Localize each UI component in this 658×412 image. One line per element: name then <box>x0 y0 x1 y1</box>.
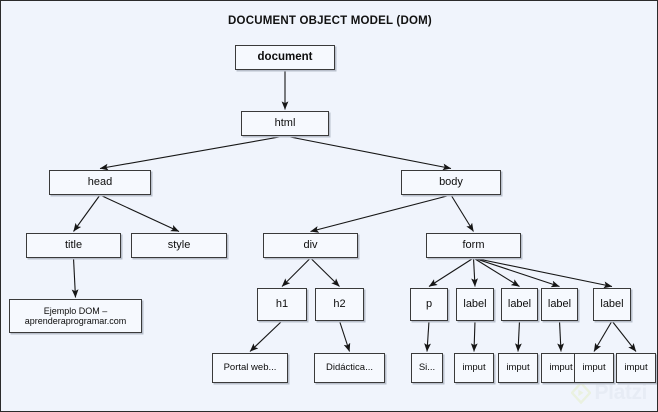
tree-node-label: label <box>507 298 532 311</box>
tree-node-imput-1: imput <box>454 353 494 383</box>
tree-edge-html-to-head <box>99 135 286 171</box>
tree-edge-h2-to-h2-text <box>338 320 351 352</box>
tree-edge-label-4-to-imput-4 <box>593 320 613 352</box>
tree-node-title: title <box>26 233 121 258</box>
tree-node-label: Si... <box>418 361 436 373</box>
tree-edge-label-1-to-imput-1 <box>470 320 478 352</box>
tree-edge-html-to-body <box>284 135 452 171</box>
tree-edge-head-to-title <box>73 194 101 232</box>
tree-node-label-4: label <box>593 288 631 321</box>
tree-node-label: h1 <box>275 298 289 311</box>
tree-node-p: p <box>410 288 448 321</box>
tree-node-label: Portal web... <box>223 361 277 373</box>
tree-node-label-1: label <box>456 288 494 321</box>
tree-node-label: imput <box>549 361 573 373</box>
tree-node-h1: h1 <box>257 288 307 321</box>
tree-node-form: form <box>426 233 521 258</box>
tree-node-imput-2: imput <box>498 353 538 383</box>
tree-node-label: body <box>439 176 463 189</box>
tree-node-label: title <box>64 239 83 252</box>
tree-node-imput-5: imput <box>616 353 656 383</box>
tree-node-label: div <box>303 239 318 252</box>
tree-edge-form-to-label-2 <box>473 257 520 287</box>
tree-node-label: imput <box>582 361 606 373</box>
tree-edge-label-4-to-imput-5 <box>611 320 637 352</box>
tree-node-p-text: Si... <box>411 353 443 383</box>
tree-edge-div-to-h2 <box>310 257 340 287</box>
tree-node-body: body <box>401 170 501 195</box>
tree-node-label: h2 <box>333 298 346 311</box>
tree-node-label: Didáctica... <box>326 361 373 373</box>
tree-node-h2: h2 <box>315 288 364 321</box>
tree-edge-title-to-title-text <box>71 257 79 298</box>
tree-edge-label-3-to-imput-3 <box>557 320 565 352</box>
tree-edge-form-to-label-3 <box>473 257 560 288</box>
tree-edge-h1-to-h1-text <box>249 320 283 352</box>
tree-node-document: document <box>235 45 335 70</box>
tree-node-label-2: label <box>501 288 538 321</box>
tree-edge-head-to-style <box>99 194 180 232</box>
tree-edge-body-to-div <box>310 194 452 233</box>
tree-node-label: form <box>462 239 485 252</box>
tree-edges <box>71 70 637 352</box>
tree-node-head: head <box>49 170 151 195</box>
tree-node-div: div <box>263 233 358 258</box>
tree-node-imput-4: imput <box>574 353 614 383</box>
tree-node-label: p <box>425 298 433 311</box>
tree-edge-form-to-p <box>428 257 474 287</box>
tree-node-label: imput <box>624 361 648 373</box>
tree-node-h1-text: Portal web... <box>212 353 288 383</box>
tree-node-label: label <box>600 298 624 311</box>
tree-node-label: imput <box>506 361 530 373</box>
tree-node-label: imput <box>462 361 486 373</box>
tree-edge-body-to-form <box>450 194 474 232</box>
tree-edge-p-to-p-text <box>424 320 431 352</box>
tree-node-label: head <box>87 176 113 189</box>
tree-node-html: html <box>241 111 329 136</box>
page-title: DOCUMENT OBJECT MODEL (DOM) <box>228 15 432 27</box>
tree-edge-label-2-to-imput-2 <box>514 320 522 352</box>
tree-node-label: html <box>274 117 296 130</box>
tree-node-label: style <box>167 239 191 252</box>
tree-node-label: document <box>257 50 313 63</box>
tree-node-h2-text: Didáctica... <box>314 353 385 383</box>
tree-node-label-3: label <box>541 288 578 321</box>
tree-node-title-text: Ejemplo DOM – aprenderaprogramar.com <box>9 299 142 333</box>
tree-node-label: label <box>547 298 572 311</box>
tree-edge-div-to-h1 <box>281 257 311 287</box>
tree-node-label: Ejemplo DOM – aprenderaprogramar.com <box>24 305 127 326</box>
tree-node-label: label <box>463 298 487 311</box>
tree-edge-form-to-label-4 <box>473 257 613 289</box>
tree-edge-form-to-label-1 <box>471 257 478 287</box>
tree-node-style: style <box>131 233 227 258</box>
